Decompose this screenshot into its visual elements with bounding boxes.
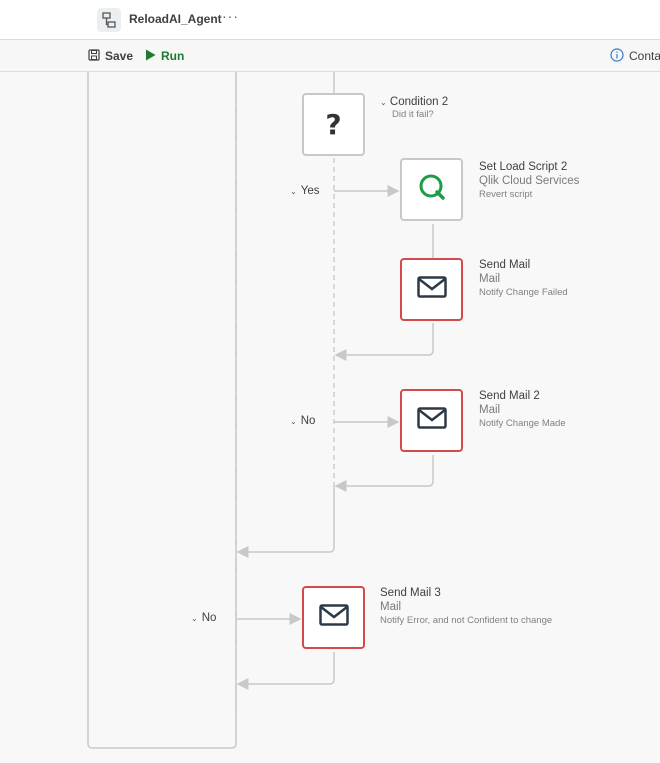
send-mail-3-title: Send Mail 3	[380, 587, 441, 599]
question-mark-icon: ?	[325, 108, 342, 141]
chevron-down-icon[interactable]: ⌄	[380, 98, 387, 107]
send-mail-2-service: Mail	[479, 404, 501, 417]
send-mail-title: Send Mail	[479, 259, 531, 271]
contact-label: Conta	[629, 49, 660, 63]
branch-no[interactable]: ⌄ No	[290, 415, 315, 427]
run-label: Run	[161, 49, 185, 63]
branch-yes[interactable]: ⌄ Yes	[290, 185, 319, 197]
info-icon	[610, 47, 624, 65]
set-load-script-2-service: Qlik Cloud Services	[479, 175, 580, 188]
branch-no-outer-label: No	[201, 612, 217, 624]
contact-button[interactable]: Conta	[610, 47, 660, 65]
automation-icon	[97, 8, 121, 32]
chevron-down-icon: ⌄	[290, 186, 297, 196]
envelope-icon	[416, 407, 447, 434]
send-mail-3-service: Mail	[380, 601, 402, 614]
condition-2-node[interactable]: ?	[302, 93, 365, 156]
send-mail-2-title: Send Mail 2	[479, 390, 540, 402]
envelope-icon	[318, 604, 349, 631]
qlik-icon	[417, 172, 447, 207]
send-mail-3-label: Send Mail 3 Mail Notify Error, and not C…	[380, 586, 552, 627]
branch-no-outer[interactable]: ⌄ No	[191, 612, 216, 624]
send-mail-node[interactable]	[400, 258, 463, 321]
condition-2-label[interactable]: ⌄ Condition 2 Did it fail?	[380, 95, 448, 121]
branch-no-label: No	[300, 415, 316, 427]
send-mail-detail: Notify Change Failed	[479, 286, 568, 298]
flow-connectors	[87, 72, 434, 749]
condition-2-subtitle: Did it fail?	[392, 109, 434, 121]
set-load-script-2-label: Set Load Script 2 Qlik Cloud Services Re…	[479, 160, 579, 201]
save-button[interactable]: Save	[88, 47, 133, 65]
send-mail-3-node[interactable]	[302, 586, 365, 649]
send-mail-2-detail: Notify Change Made	[479, 417, 566, 429]
envelope-icon	[416, 276, 447, 303]
set-load-script-2-node[interactable]	[400, 158, 463, 221]
play-icon	[145, 49, 156, 64]
send-mail-3-detail: Notify Error, and not Confident to chang…	[380, 614, 553, 626]
set-load-script-2-title: Set Load Script 2	[479, 161, 568, 173]
send-mail-2-node[interactable]	[400, 389, 463, 452]
branch-yes-label: Yes	[300, 185, 320, 197]
send-mail-label: Send Mail Mail Notify Change Failed	[479, 258, 568, 299]
toolbar	[0, 40, 660, 72]
run-button[interactable]: Run	[145, 47, 184, 65]
set-load-script-2-detail: Revert script	[479, 188, 533, 200]
chevron-down-icon: ⌄	[191, 613, 198, 623]
condition-2-title: Condition 2	[389, 96, 449, 108]
save-icon	[88, 48, 100, 64]
app-title: ReloadAI_Agent	[129, 12, 222, 26]
send-mail-2-label: Send Mail 2 Mail Notify Change Made	[479, 389, 566, 430]
send-mail-service: Mail	[479, 273, 501, 286]
flow-canvas[interactable]: ? ⌄ Condition 2 Did it fail? ⌄ Yes Set L…	[0, 72, 660, 763]
chevron-down-icon: ⌄	[290, 416, 297, 426]
more-menu-button[interactable]: ···	[222, 8, 239, 24]
save-label: Save	[105, 49, 134, 63]
